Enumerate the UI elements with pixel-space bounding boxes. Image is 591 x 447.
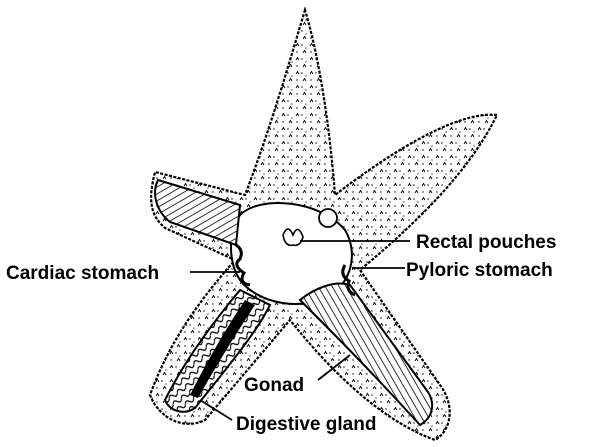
label-digestive-gland: Digestive gland xyxy=(236,414,376,435)
lower-right-arm-gonad xyxy=(298,282,434,427)
cardiac-stomach-lobes xyxy=(235,243,251,287)
label-cardiac-stomach: Cardiac stomach xyxy=(6,263,159,284)
leader-gonad xyxy=(317,354,351,381)
leader-digestive-gland xyxy=(199,399,233,421)
lower-left-arm-dark-channel xyxy=(190,300,255,398)
label-rectal-pouches: Rectal pouches xyxy=(416,232,556,253)
label-pyloric-stomach: Pyloric stomach xyxy=(406,260,553,281)
upper-left-arm-organs xyxy=(154,178,242,247)
pyloric-stomach-lobes xyxy=(341,264,356,297)
rectal-pouch-shape xyxy=(282,228,304,247)
madreporite xyxy=(318,208,338,228)
label-gonad: Gonad xyxy=(244,375,304,396)
